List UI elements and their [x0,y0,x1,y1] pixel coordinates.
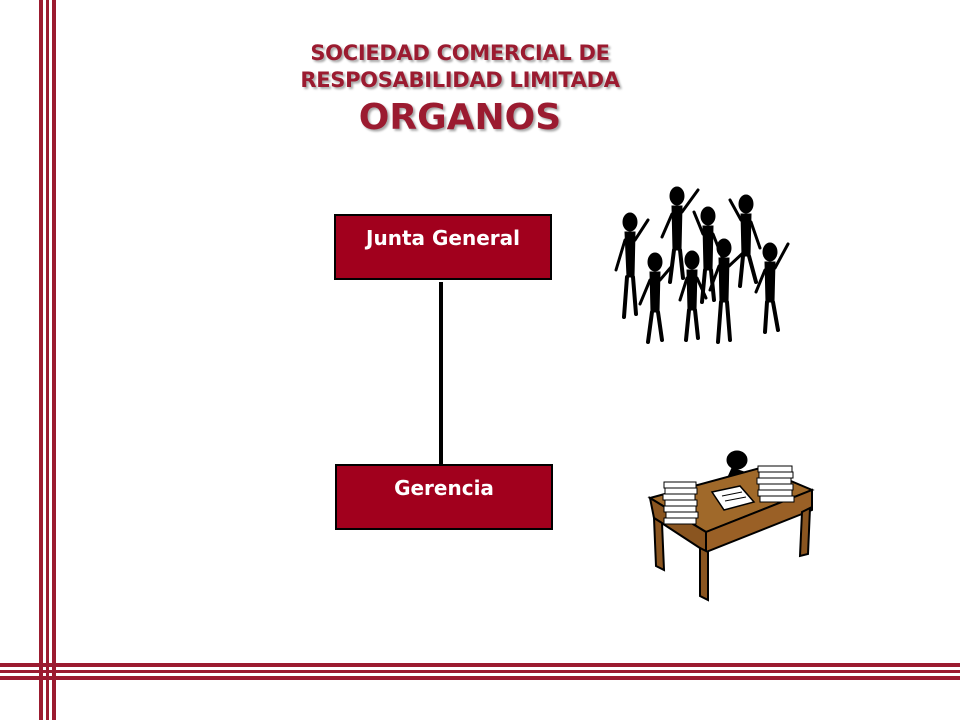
left-border-line-2 [46,0,49,720]
gerencia-label: Gerencia [394,476,494,500]
bottom-border-line-1 [0,663,960,667]
title-organos: ORGANOS [358,97,562,138]
gerencia-box: Gerencia [335,464,553,530]
person-at-desk-icon [647,450,815,602]
left-border-line-3 [52,0,56,720]
org-connector-line [439,282,443,464]
junta-general-box: Junta General [334,214,552,280]
bottom-border-line-2 [0,670,960,673]
left-border-line-1 [39,0,43,720]
slide-title: SOCIEDAD COMERCIAL DE RESPOSABILIDAD LIM… [180,40,740,140]
title-line-1: SOCIEDAD COMERCIAL DE [310,41,610,65]
bottom-border-line-3 [0,676,960,680]
junta-general-label: Junta General [366,226,520,250]
group-of-people-icon [614,186,790,344]
title-line-2: RESPOSABILIDAD LIMITADA [300,68,620,92]
